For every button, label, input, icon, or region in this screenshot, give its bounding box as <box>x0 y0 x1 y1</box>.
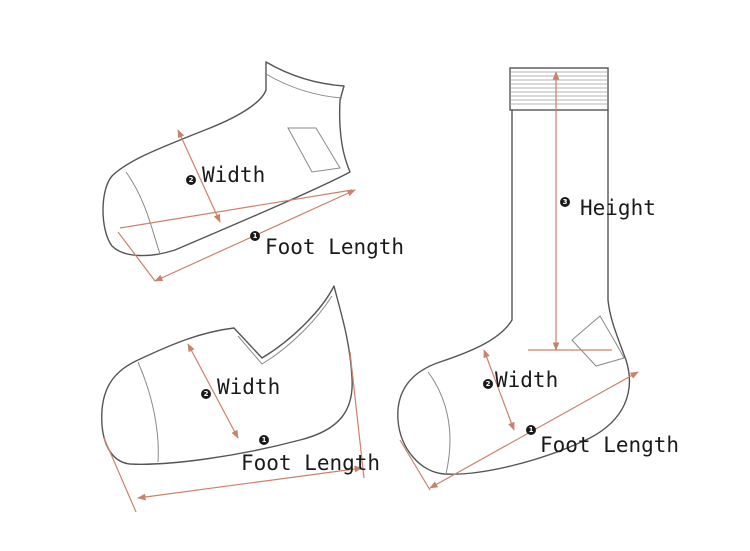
no-show-foot-badge-number: 1 <box>262 436 267 444</box>
low-cut-sock: 2 Width 1 Foot Length <box>102 61 404 282</box>
low-cut-width-badge-number: 2 <box>189 176 194 184</box>
crew-sock-outline <box>397 109 630 475</box>
crew-width-label: 2 Width <box>483 368 558 392</box>
low-cut-foot-badge-number: 1 <box>253 232 258 240</box>
crew-height-label: 3 Height <box>560 196 656 220</box>
no-show-foot-guide-right <box>349 351 365 479</box>
no-show-width-badge-number: 2 <box>204 390 209 398</box>
low-cut-width-text: Width <box>202 163 265 187</box>
crew-foot-badge <box>526 425 536 435</box>
no-show-foot-badge <box>259 435 269 445</box>
low-cut-foot-badge <box>250 231 260 241</box>
low-cut-sock-toe-line <box>125 171 161 255</box>
no-show-foot-guide-left <box>103 437 137 513</box>
crew-foot-badge-number: 1 <box>529 426 534 434</box>
low-cut-foot-label: 1 Foot Length <box>250 231 404 259</box>
crew-width-badge-number: 2 <box>486 380 491 388</box>
low-cut-sock-outline <box>102 61 351 257</box>
low-cut-foot-text: Foot Length <box>265 235 404 259</box>
crew-width-text: Width <box>495 368 558 392</box>
no-show-width-measure <box>187 343 239 439</box>
crew-sock-toe-line <box>427 371 451 475</box>
no-show-width-text: Width <box>217 375 280 399</box>
crew-height-badge-number: 3 <box>563 198 568 206</box>
no-show-foot-label: 1 Foot Length <box>241 435 380 475</box>
crew-foot-text: Foot Length <box>540 433 679 457</box>
crew-foot-guide <box>399 439 431 491</box>
crew-height-badge <box>560 197 570 207</box>
crew-sock: 3 Height 2 Width 1 Foot Length <box>397 67 679 491</box>
low-cut-width-badge <box>186 175 196 185</box>
no-show-foot-measure <box>137 465 363 501</box>
low-cut-sock-heel-line <box>287 127 341 173</box>
crew-width-badge <box>483 379 493 389</box>
no-show-sock-toe-line <box>137 361 159 463</box>
crew-height-text: Height <box>580 196 656 220</box>
crew-sock-heel-line <box>571 315 625 367</box>
no-show-sock-outline <box>101 285 353 465</box>
low-cut-sock-cuff-line <box>265 73 343 99</box>
no-show-foot-text: Foot Length <box>241 451 380 475</box>
low-cut-foot-guide <box>117 231 156 282</box>
no-show-sock: 2 Width 1 Foot Length <box>101 285 380 513</box>
low-cut-foot-measure <box>119 189 353 229</box>
no-show-sock-collar-line <box>237 295 333 365</box>
no-show-width-label: 2 Width <box>201 375 280 399</box>
no-show-width-badge <box>201 389 211 399</box>
crew-foot-label: 1 Foot Length <box>526 425 679 457</box>
low-cut-width-label: 2 Width <box>186 163 265 187</box>
